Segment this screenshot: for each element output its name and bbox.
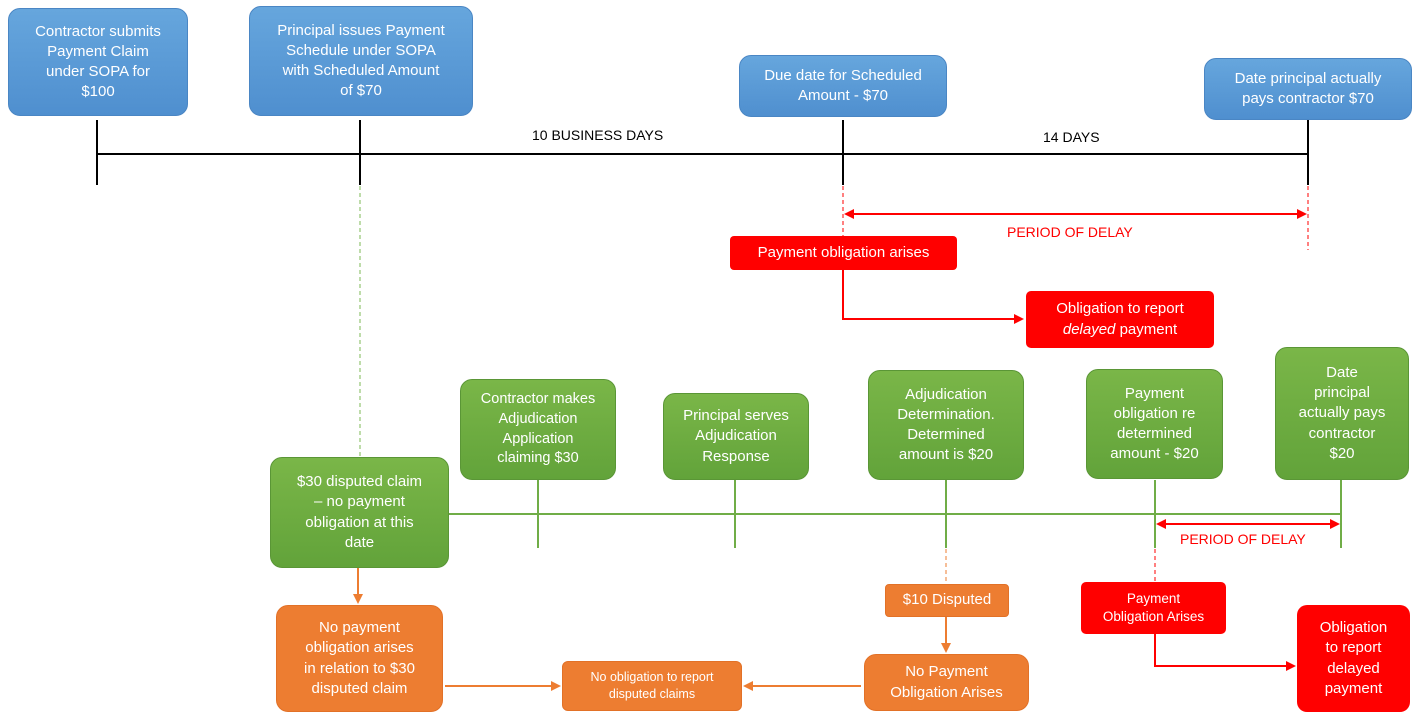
adj-app-text: Contractor makes Adjudication Applicatio… xyxy=(480,391,596,467)
adj-resp-text: Principal serves Adjudication Response xyxy=(683,407,789,465)
no-ob-box: No Payment Obligation Arises xyxy=(864,654,1029,711)
obligation-arises-text: Payment obligation arises xyxy=(757,243,930,261)
report-prefix: Obligation to report xyxy=(1056,300,1184,318)
schedule-text: Principal issues Payment Schedule under … xyxy=(277,21,445,100)
top-delay-label: PERIOD OF DELAY xyxy=(1007,224,1133,240)
ob-arises-text: Payment Obligation Arises xyxy=(1102,590,1205,624)
disputed10-text: $10 Disputed xyxy=(902,591,992,609)
adj-resp-box: Principal serves Adjudication Response xyxy=(663,393,809,480)
paid20-text: Date principal actually pays contractor … xyxy=(1298,363,1386,462)
no-report-box: No obligation to report disputed claims xyxy=(562,661,742,711)
claim-text: Contractor submits Payment Claim under S… xyxy=(35,22,161,101)
paid-text: Date principal actually pays contractor … xyxy=(1234,69,1382,107)
pay-ob-box: Payment obligation re determined amount … xyxy=(1086,369,1223,479)
days-label: 14 DAYS xyxy=(1043,129,1100,145)
no-report-text: No obligation to report disputed claims xyxy=(590,670,714,701)
due-date-box: Due date for Scheduled Amount - $70 xyxy=(739,55,947,117)
adj-det-box: Adjudication Determination. Determined a… xyxy=(868,370,1024,480)
claim-box: Contractor submits Payment Claim under S… xyxy=(8,8,188,116)
pay-ob-text: Payment obligation re determined amount … xyxy=(1110,384,1199,463)
schedule-box: Principal issues Payment Schedule under … xyxy=(249,6,473,116)
ob-arises-to-report-arrow xyxy=(1154,634,1296,671)
obligation-arises-box: Payment obligation arises xyxy=(730,236,957,270)
adj-app-box: Contractor makes Adjudication Applicatio… xyxy=(460,379,616,480)
ob-arises-box: Payment Obligation Arises xyxy=(1081,582,1226,634)
due-date-text: Due date for Scheduled Amount - $70 xyxy=(764,66,922,104)
report-italic: delayed xyxy=(1062,320,1116,338)
business-days-label: 10 BUSINESS DAYS xyxy=(532,127,664,143)
paid-box: Date principal actually pays contractor … xyxy=(1204,58,1412,120)
no-ob-text: No Payment Obligation Arises xyxy=(890,663,1003,701)
report-bottom-box: Obligation to report delayed payment xyxy=(1297,605,1410,712)
disputed10-box: $10 Disputed xyxy=(885,584,1009,617)
adj-det-text: Adjudication Determination. Determined a… xyxy=(897,385,995,464)
no-ob-30-box: No payment obligation arises in relation… xyxy=(276,605,443,712)
report-bottom-text: Obligation to report delayed payment xyxy=(1319,619,1388,697)
paid20-box: Date principal actually pays contractor … xyxy=(1275,347,1409,480)
bottom-delay-label: PERIOD OF DELAY xyxy=(1180,531,1306,547)
no-ob-30-text: No payment obligation arises in relation… xyxy=(304,619,415,697)
ob-to-report-arrow xyxy=(842,270,1024,324)
disputed-claim-box: $30 disputed claim – no payment obligati… xyxy=(270,457,449,568)
report-delayed-text: Obligation to report delayed payment xyxy=(1056,299,1184,340)
report-suffix: payment xyxy=(1115,320,1178,338)
disputed-claim-text: $30 disputed claim – no payment obligati… xyxy=(296,473,423,551)
report-delayed-box: Obligation to report delayed payment xyxy=(1026,291,1214,348)
